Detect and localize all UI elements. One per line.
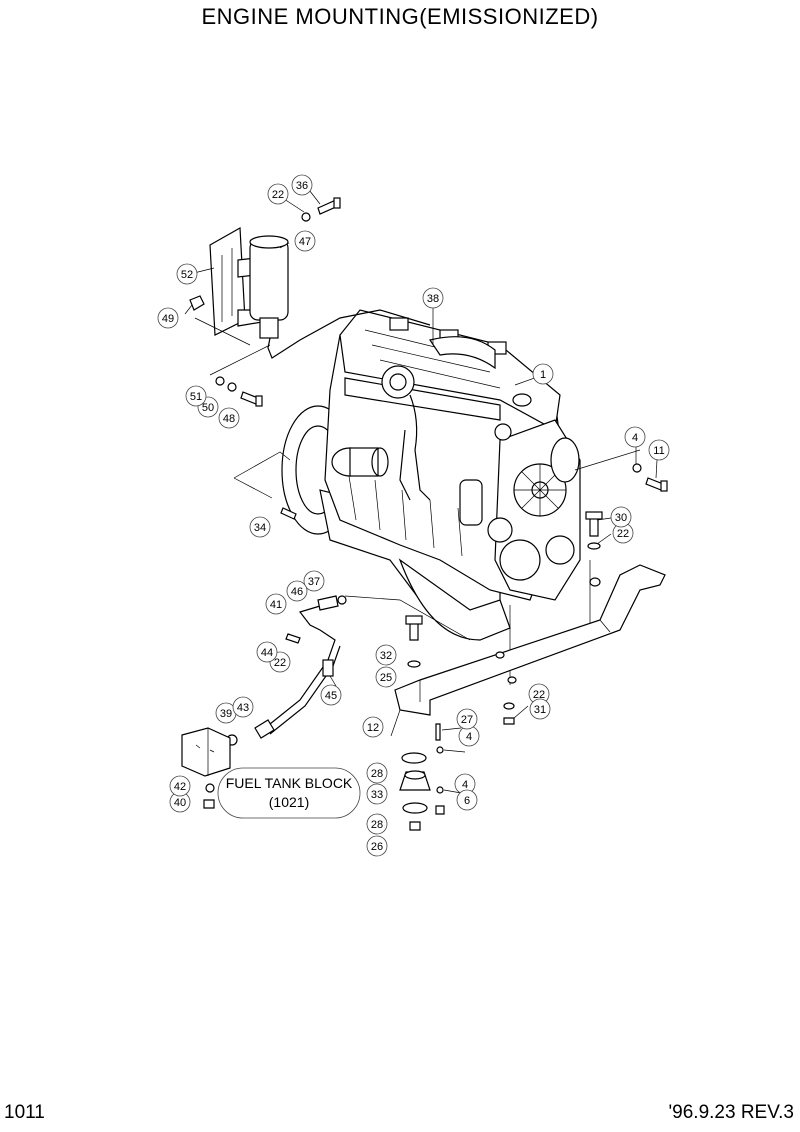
callout-31: 31 [529,698,551,720]
svg-text:41: 41 [270,599,282,611]
svg-text:45: 45 [325,690,337,702]
svg-text:32: 32 [380,650,392,662]
callout-45: 45 [320,684,342,706]
callout-11: 11 [648,439,670,461]
callout-1: 1 [532,363,554,385]
svg-text:FUEL TANK BLOCK: FUEL TANK BLOCK [226,775,353,791]
svg-text:28: 28 [371,768,383,780]
fuel-filter-icon [209,227,431,359]
page-number: 1011 [4,1102,45,1123]
callout-33: 33 [366,783,388,805]
callout-36: 36 [291,174,313,196]
fuel-tank-block-reference: FUEL TANK BLOCK (1021) [217,767,361,819]
callout-51: 51 [185,385,207,407]
callout-40: 40 [169,791,191,813]
page-title: ENGINE MOUNTING(EMISSIONIZED) [201,4,599,29]
svg-text:46: 46 [291,586,303,598]
svg-text:4: 4 [462,779,468,791]
svg-text:42: 42 [174,781,186,793]
svg-text:11: 11 [653,445,664,457]
callout-26: 26 [366,835,388,857]
svg-text:40: 40 [174,797,186,809]
svg-text:39: 39 [220,708,232,720]
callout-22-beam: 22 [528,683,550,705]
svg-text:51: 51 [190,391,202,403]
fasteners-top [189,197,668,520]
svg-text:37: 37 [308,576,320,588]
svg-text:33: 33 [371,789,383,801]
callout-30: 30 [610,506,632,528]
callout-48: 48 [218,407,240,429]
svg-text:4: 4 [466,731,472,743]
callout-42: 42 [169,775,191,797]
fuel-hose-icon [226,595,347,746]
callout-46: 46 [286,580,308,602]
svg-text:52: 52 [181,269,193,281]
svg-text:25: 25 [380,672,392,684]
fuel-tank-block-icon [181,727,231,809]
svg-text:47: 47 [299,236,311,248]
callout-37: 37 [303,570,325,592]
rubber-mount-icon [399,511,603,831]
callout-38: 38 [422,287,444,309]
svg-text:22: 22 [274,657,286,669]
callout-44: 44 [256,641,278,663]
svg-text:22: 22 [617,528,629,540]
svg-text:43: 43 [237,702,249,714]
revision-date: '96.9.23 REV.3 [668,1102,794,1123]
callout-28-lower: 28 [366,813,388,835]
svg-text:30: 30 [615,512,627,524]
part-callouts: 1 4 4 4 6 11 12 22 22 22 22 25 26 27 28 … [157,174,670,857]
svg-text:49: 49 [162,313,174,325]
svg-text:26: 26 [371,841,383,853]
support-beam-icon [394,564,666,716]
svg-text:22: 22 [533,689,545,701]
svg-text:44: 44 [261,647,273,659]
callout-25: 25 [375,666,397,688]
svg-text:4: 4 [632,432,638,444]
svg-text:50: 50 [202,402,214,414]
callout-43: 43 [232,696,254,718]
callout-34: 34 [249,516,271,538]
svg-text:38: 38 [427,293,439,305]
callout-22-right: 22 [612,522,634,544]
svg-text:28: 28 [371,819,383,831]
callout-28-upper: 28 [366,762,388,784]
callout-47: 47 [294,230,316,252]
callout-52: 52 [176,263,198,285]
svg-text:36: 36 [296,180,308,192]
callout-27: 27 [456,708,478,730]
svg-text:48: 48 [223,413,235,425]
svg-text:(1021): (1021) [269,794,309,810]
svg-text:27: 27 [461,714,473,726]
callout-32: 32 [375,644,397,666]
callout-12: 12 [362,716,384,738]
callout-4-top: 4 [624,426,646,448]
callout-22-top: 22 [267,183,289,205]
svg-text:34: 34 [254,522,266,534]
svg-text:6: 6 [464,795,470,807]
callout-39: 39 [215,702,237,724]
reference-lines [233,449,641,685]
svg-text:12: 12 [367,722,379,734]
callout-49: 49 [157,307,179,329]
svg-text:1: 1 [540,369,546,381]
engine-assembly-icon [281,309,581,641]
callout-6: 6 [456,789,478,811]
svg-text:31: 31 [534,704,546,716]
callout-41: 41 [265,593,287,615]
svg-text:22: 22 [272,189,284,201]
